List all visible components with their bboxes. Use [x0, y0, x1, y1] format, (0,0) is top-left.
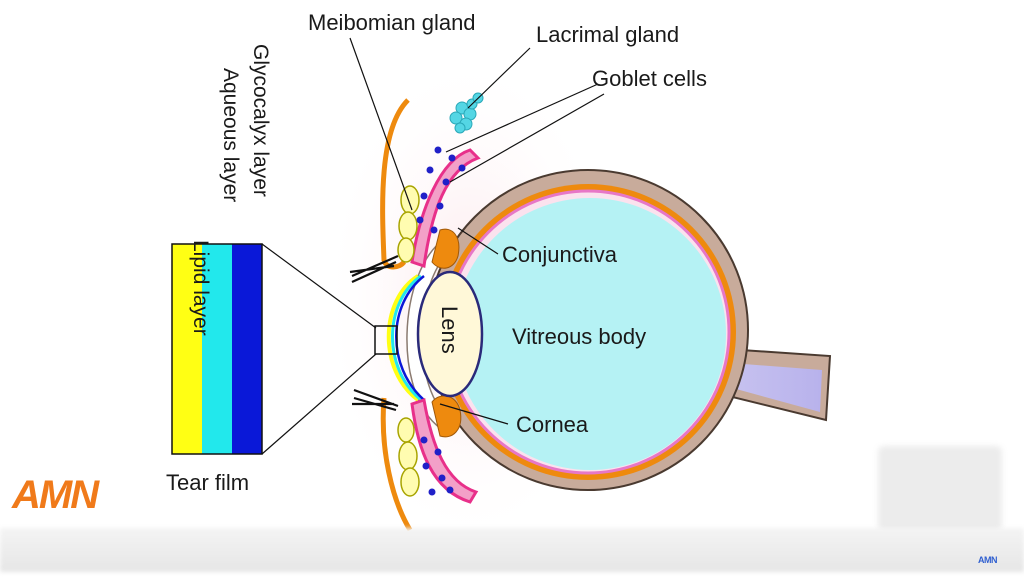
cornea-label: Cornea	[516, 412, 589, 437]
amn-watermark-small: AMN	[978, 555, 998, 565]
goblet-cells-label: Goblet cells	[592, 66, 707, 91]
conjunctiva-label: Conjunctiva	[502, 242, 618, 267]
amn-logo: AMN	[11, 473, 102, 517]
leader-lines	[261, 37, 605, 455]
goblet-cell-dots	[416, 146, 466, 496]
lower-eyelid	[352, 388, 479, 532]
eyeball	[427, 169, 749, 491]
blurred-overlay-box	[878, 446, 1002, 532]
vitreous-body-area	[454, 198, 726, 470]
tear-film-label: Tear film	[166, 470, 249, 495]
blurred-bottom-bar	[0, 528, 1024, 572]
meibomian-gland-label: Meibomian gland	[308, 10, 476, 35]
glycocalyx-layer-label: Glycocalyx layer	[249, 44, 272, 197]
lacrimal-gland-label: Lacrimal gland	[536, 22, 679, 47]
lipid-layer-label: Lipid layer	[189, 240, 212, 336]
aqueous-layer-bar	[202, 244, 232, 454]
aqueous-layer-label: Aqueous layer	[219, 68, 242, 202]
lens-shape	[416, 270, 484, 398]
lipid-layer-bar	[172, 244, 202, 454]
tear-film-zoom-box	[374, 325, 398, 355]
svg-text:AMN: AMN	[11, 473, 100, 517]
glycocalyx-layer-bar	[232, 244, 262, 454]
vitreous-body-label: Vitreous body	[512, 324, 646, 349]
ciliary-body-upper	[431, 228, 460, 269]
lens-label: Lens	[437, 306, 462, 354]
tear-film-block	[171, 243, 263, 455]
